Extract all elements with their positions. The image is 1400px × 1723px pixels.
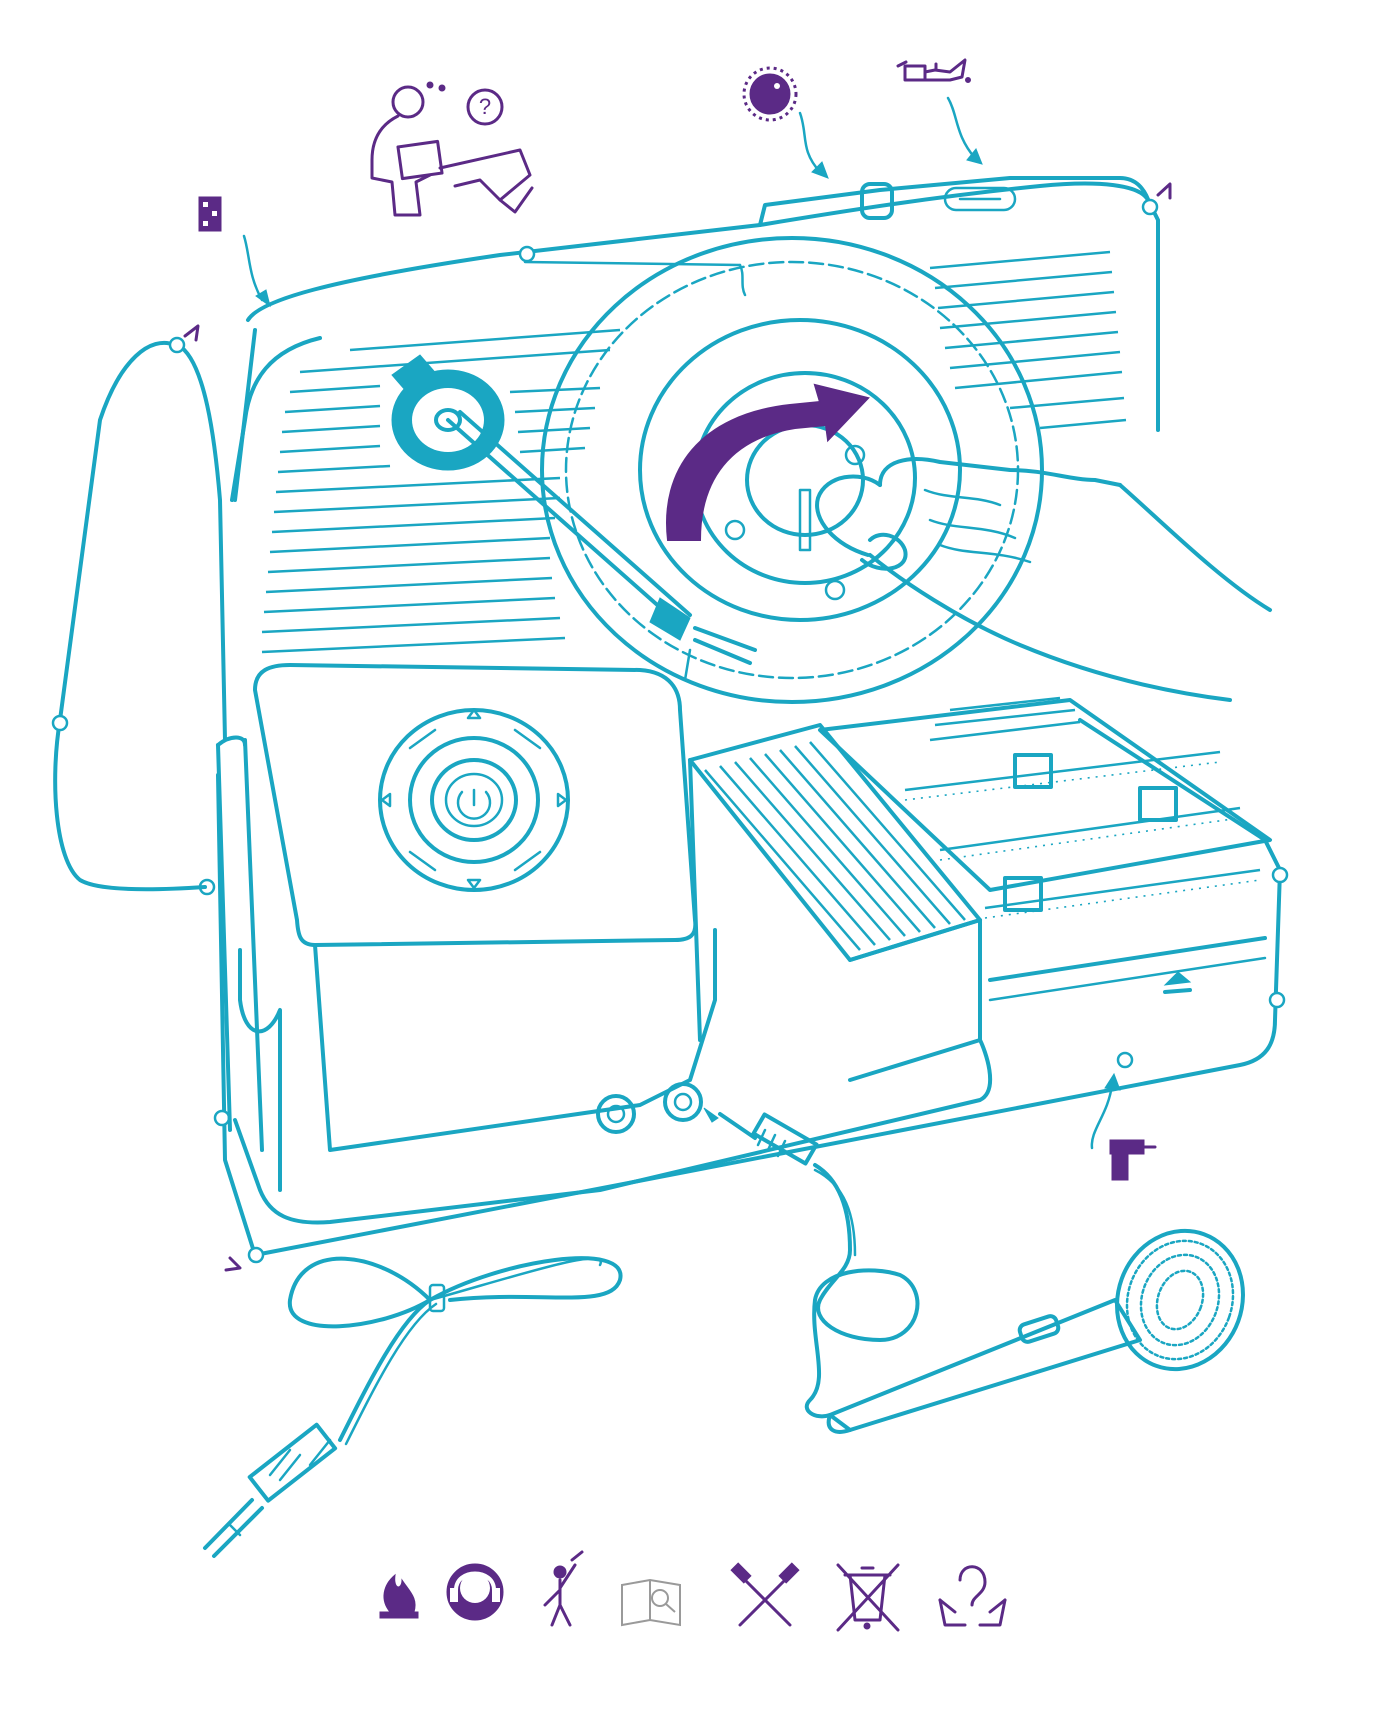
pointer-arrow: [242, 234, 264, 302]
ear-protection-hands-icon: [938, 1565, 1007, 1627]
read-manual-icon: [621, 1578, 681, 1627]
dice-icon: [198, 196, 222, 232]
pointer-arrow: [1090, 1083, 1114, 1150]
warning-icons-row: [379, 1550, 1007, 1632]
pointer-arrowhead: [811, 161, 829, 179]
pointer-arrow: [946, 96, 977, 160]
slider-knob: [1003, 876, 1043, 912]
wear-hearing-protection-icon: [446, 1563, 504, 1621]
microphone: [826, 1228, 1245, 1434]
svg-text:?: ?: [479, 94, 491, 119]
pointer-arrowhead: [255, 289, 271, 308]
hand: [815, 457, 1272, 702]
rotation-arrow: [666, 383, 870, 541]
tonearm: [391, 354, 757, 682]
slider-panel: [818, 696, 1272, 919]
oil-can-icon: [896, 58, 971, 83]
slider-knob: [1138, 786, 1178, 822]
flammable-icon: [379, 1573, 419, 1619]
rotation-mark: [1156, 182, 1172, 200]
slider-knob: [1013, 753, 1053, 789]
control-pad: [238, 663, 717, 1192]
carry-handle: [51, 336, 264, 1152]
no-hammer-icon: [730, 1562, 800, 1627]
left-speaker-grille: [261, 328, 621, 654]
turntable-base: [198, 718, 1289, 1264]
pointer-arrow: [798, 111, 822, 174]
pointer-arrowhead: [966, 148, 983, 165]
center-vent: [688, 723, 982, 1082]
rotation-mark: [224, 1256, 242, 1272]
rotation-mark: [183, 324, 200, 342]
speed-knob-icon: [742, 66, 798, 122]
pointer-arrowhead: [1104, 1072, 1121, 1091]
do-not-smash-icon: [543, 1550, 584, 1627]
do-not-bin-icon: [836, 1563, 900, 1632]
microphone-cable: [703, 1107, 920, 1419]
power-drill-icon: [1109, 1139, 1157, 1181]
aux-cable: [203, 1256, 623, 1558]
right-speaker-grille: [929, 250, 1127, 430]
turntable-platter: [540, 236, 1044, 704]
person-reading-manual-icon: ?: [370, 81, 534, 217]
